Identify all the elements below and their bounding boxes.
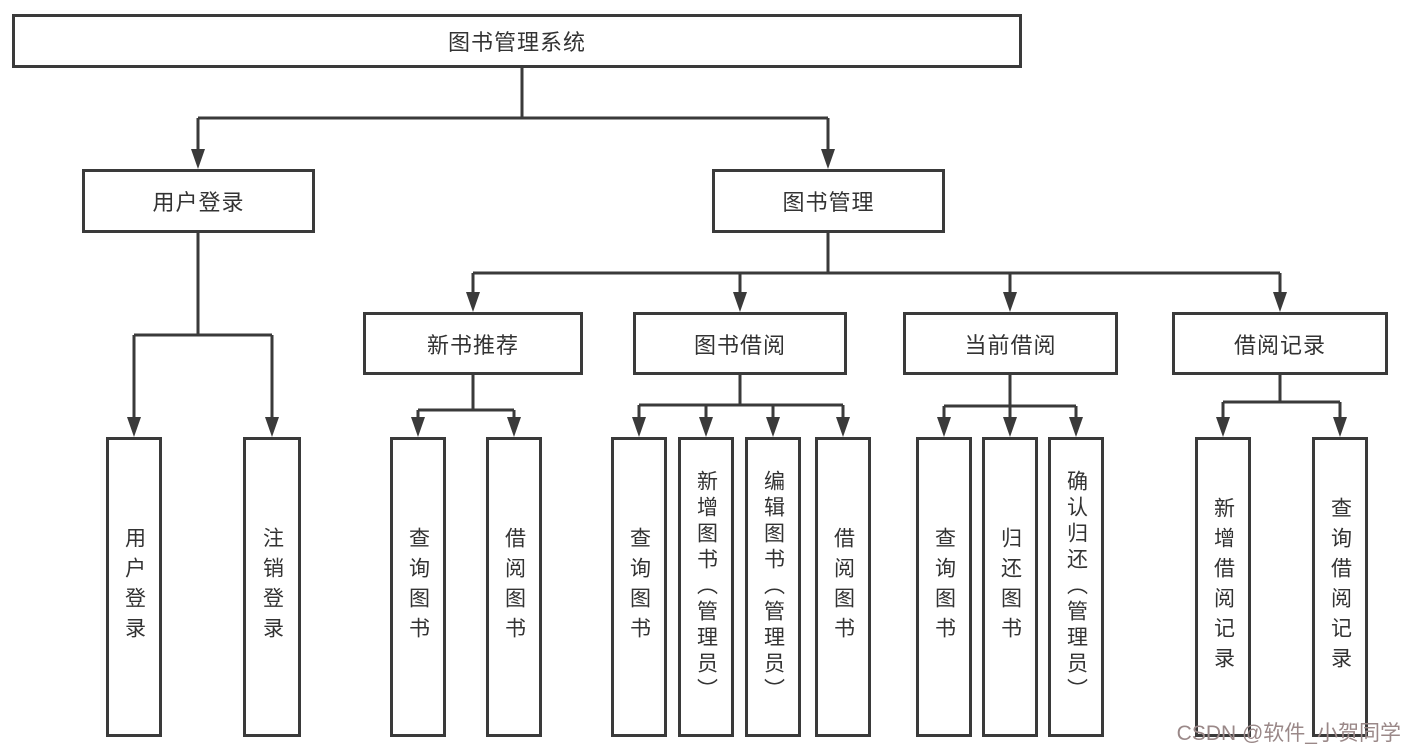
leaf-logout: 注销登录 [243, 437, 301, 737]
leaf-borrow-books: 借阅图书 [815, 437, 871, 737]
leaf-add-books-admin: 新增图书（管理员） [678, 437, 734, 737]
leaf-borrow-books-recommend-label: 借阅图书 [502, 527, 526, 647]
leaf-query-borrow-record: 查询借阅记录 [1312, 437, 1368, 737]
leaf-add-books-admin-label: 新增图书（管理员） [694, 470, 718, 704]
node-user-login: 用户登录 [82, 169, 315, 233]
leaf-add-borrow-record-label: 新增借阅记录 [1211, 497, 1235, 677]
leaf-user-login: 用户登录 [106, 437, 162, 737]
node-new-book-recommend: 新书推荐 [363, 312, 583, 375]
leaf-query-books-current-label: 查询图书 [932, 527, 956, 647]
leaf-query-borrow-record-label: 查询借阅记录 [1328, 497, 1352, 677]
leaf-return-books-label: 归还图书 [998, 527, 1022, 647]
leaf-logout-label: 注销登录 [260, 527, 284, 647]
node-book-borrow: 图书借阅 [633, 312, 847, 375]
node-system-root: 图书管理系统 [12, 14, 1022, 68]
leaf-borrow-books-recommend: 借阅图书 [486, 437, 542, 737]
leaf-user-login-label: 用户登录 [122, 527, 146, 647]
leaf-query-books-recommend-label: 查询图书 [406, 527, 430, 647]
leaf-confirm-return-admin: 确认归还（管理员） [1048, 437, 1104, 737]
arrowheads [127, 149, 1347, 437]
leaf-query-books-recommend: 查询图书 [390, 437, 446, 737]
leaf-return-books: 归还图书 [982, 437, 1038, 737]
leaf-confirm-return-admin-label: 确认归还（管理员） [1064, 470, 1088, 704]
leaf-edit-books-admin: 编辑图书（管理员） [745, 437, 801, 737]
leaf-borrow-books-label: 借阅图书 [831, 527, 855, 647]
node-current-borrow: 当前借阅 [903, 312, 1118, 375]
leaf-query-books-borrow: 查询图书 [611, 437, 667, 737]
node-book-management: 图书管理 [712, 169, 945, 233]
leaf-query-books-borrow-label: 查询图书 [627, 527, 651, 647]
leaf-edit-books-admin-label: 编辑图书（管理员） [761, 470, 785, 704]
node-borrow-records: 借阅记录 [1172, 312, 1388, 375]
leaf-query-books-current: 查询图书 [916, 437, 972, 737]
leaf-add-borrow-record: 新增借阅记录 [1195, 437, 1251, 737]
csdn-watermark: CSDN @软件_小贺同学 [1176, 722, 1401, 745]
